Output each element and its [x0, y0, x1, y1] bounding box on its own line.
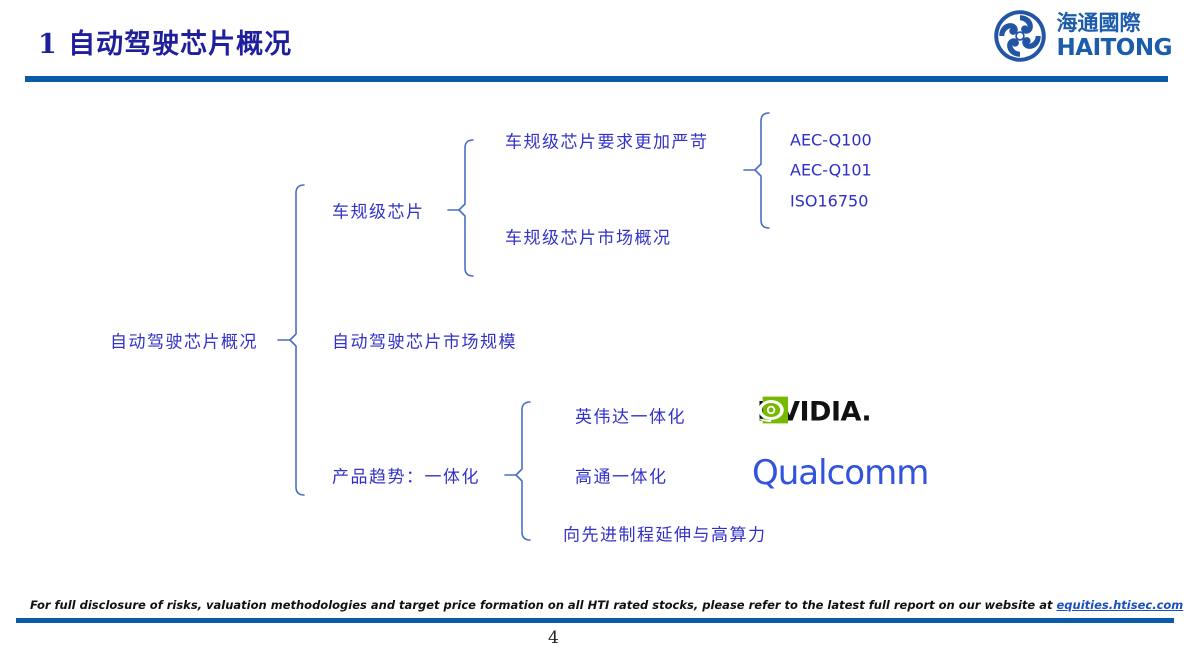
footer-disclosure-text: For full disclosure of risks, valuation … [30, 598, 1057, 612]
connector-brace-a-bottom [458, 209, 474, 277]
mindmap-node-chip-market-overview[interactable]: 车规级芯片市场概况 [505, 228, 672, 249]
mindmap-node-advanced-process[interactable]: 向先进制程延伸与高算力 [563, 525, 767, 546]
footer-disclosure: For full disclosure of risks, valuation … [30, 598, 1183, 612]
mindmap-connectors [277, 112, 770, 541]
connector-brace-level1-bottom [289, 339, 305, 496]
company-logo: 海通國際 HAITONG [992, 8, 1173, 64]
connector-brace-a1-bottom [754, 169, 770, 229]
mindmap-node-aec-q101[interactable]: AEC-Q101 [790, 160, 872, 180]
header-accent-rule [25, 76, 1168, 82]
mindmap-node-iso16750[interactable]: ISO16750 [790, 191, 869, 211]
connector-brace-c-bottom [515, 474, 531, 541]
qualcomm-logo: Qualcomm [752, 453, 929, 493]
haitong-swirl-emblem [993, 10, 1046, 62]
footer-accent-rule [16, 618, 1174, 623]
nvidia-eye-icon [757, 396, 788, 424]
mindmap-node-automotive-grade-chip[interactable]: 车规级芯片 [332, 202, 425, 223]
mindmap-canvas: 自动驾驶芯片概况 车规级芯片 自动驾驶芯片市场规模 产品趋势：一体化 车规级芯片… [0, 90, 1190, 580]
logo-english-name: HAITONG [1056, 34, 1173, 61]
mindmap-node-market-size[interactable]: 自动驾驶芯片市场规模 [332, 332, 517, 353]
mindmap-node-product-trend[interactable]: 产品趋势：一体化 [332, 467, 480, 488]
logo-chinese-name: 海通國際 [1056, 10, 1141, 35]
connector-brace-a1-top [754, 112, 770, 171]
nvidia-logo: NVIDIA. [757, 396, 872, 428]
page-title: 1 自动驾驶芯片概况 [38, 29, 293, 60]
connector-brace-a-top [458, 139, 474, 211]
mindmap-node-qualcomm-integration[interactable]: 高通一体化 [575, 467, 668, 488]
connector-brace-c-top [515, 401, 531, 476]
mindmap-root-node[interactable]: 自动驾驶芯片概况 [110, 332, 258, 353]
mindmap-node-stricter-requirements[interactable]: 车规级芯片要求更加严苛 [505, 132, 709, 153]
mindmap-node-aec-q100[interactable]: AEC-Q100 [790, 130, 872, 150]
connector-brace-level1-top [289, 184, 305, 341]
mindmap-node-nvidia-integration[interactable]: 英伟达一体化 [575, 407, 686, 428]
footer-website-link[interactable]: equities.htisec.com [1056, 598, 1184, 612]
page-number: 4 [548, 628, 559, 648]
